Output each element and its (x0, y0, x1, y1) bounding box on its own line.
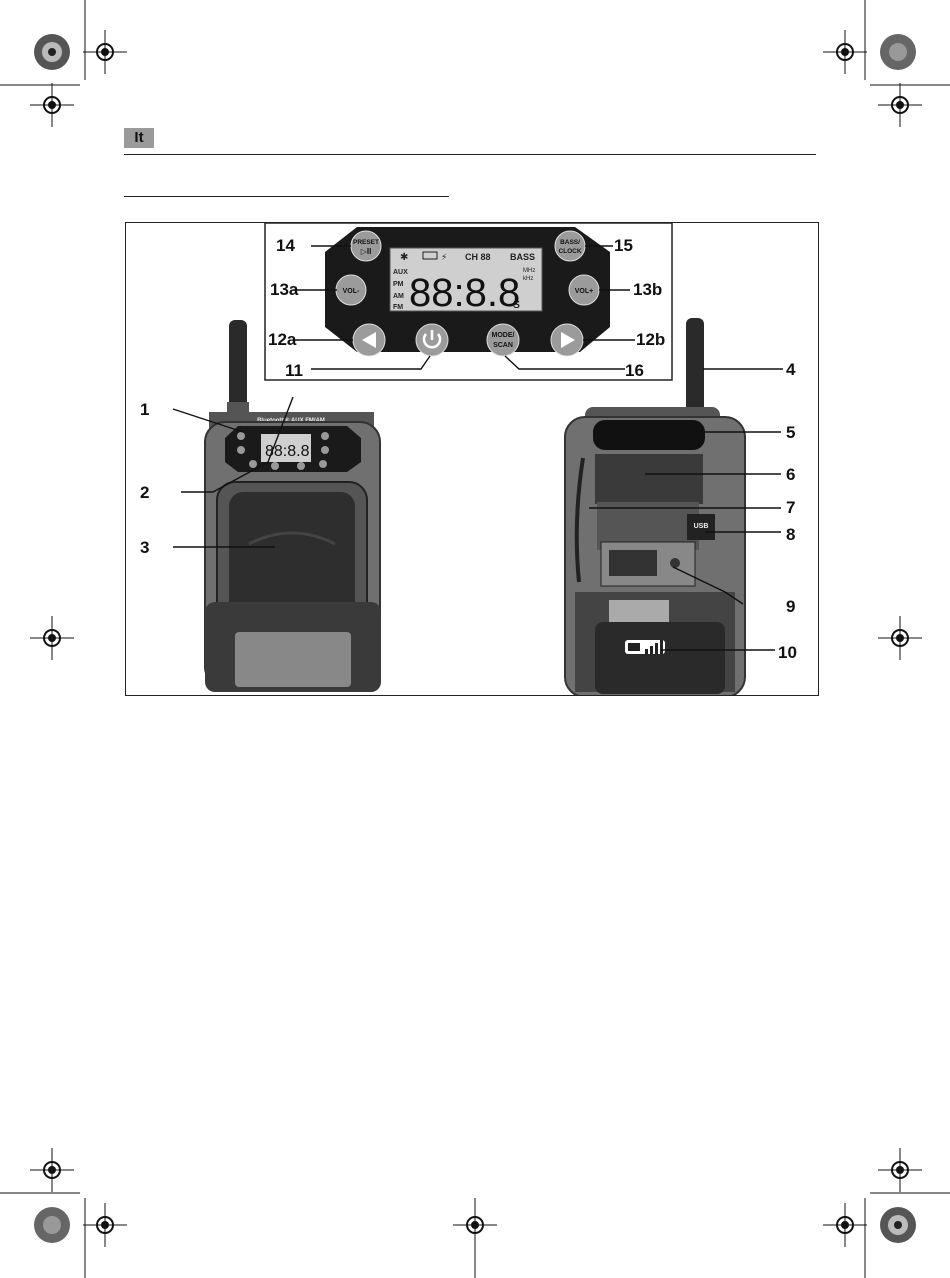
callout-8: 8 (786, 525, 795, 545)
mode-scan-button: MODE/ SCAN (487, 324, 519, 356)
callout-4: 4 (786, 360, 795, 380)
callout-3: 3 (140, 538, 149, 558)
antenna-right (686, 318, 704, 418)
svg-text:MODE/: MODE/ (492, 332, 515, 339)
callout-10: 10 (778, 643, 797, 663)
lcd-source-aux: AUX (393, 269, 408, 276)
preset-button: PRESET ▷II (351, 231, 381, 261)
callout-11: 11 (285, 361, 303, 381)
prev-button (353, 324, 385, 356)
callout-7: 7 (786, 498, 795, 518)
speaker-grille (229, 492, 355, 616)
handle (593, 420, 705, 450)
battery-pack (595, 622, 725, 694)
svg-text:VOL-: VOL- (343, 288, 360, 295)
svg-text:BASS/: BASS/ (560, 239, 580, 246)
lcd-digits: 88:8.8 (409, 271, 520, 315)
svg-text:CLOCK: CLOCK (558, 248, 581, 255)
callout-13a: 13a (270, 280, 298, 300)
next-button (551, 324, 583, 356)
rear-grille (595, 454, 703, 504)
bluetooth-icon: ✱ (400, 252, 408, 263)
svg-text:VOL+: VOL+ (575, 288, 593, 295)
callout-13b: 13b (633, 280, 662, 300)
callout-1: 1 (140, 400, 149, 420)
lcd-bass: BASS (510, 252, 535, 262)
lcd-source-fm: FM (393, 304, 403, 311)
callout-16: 16 (625, 361, 644, 381)
vol-minus-button: VOL- (336, 275, 366, 305)
usb-label: USB (694, 523, 709, 530)
charge-icon: ⚡ (441, 252, 447, 262)
svg-text:SCAN: SCAN (493, 342, 513, 349)
lcd-source-am: AM (393, 293, 404, 300)
callout-2: 2 (140, 483, 149, 503)
svg-text:▷II: ▷II (361, 247, 372, 256)
callout-12a: 12a (268, 330, 296, 350)
callout-12b: 12b (636, 330, 665, 350)
screw-icon (670, 558, 680, 568)
lcd-khz: kHz (523, 276, 533, 282)
vol-plus-button: VOL+ (569, 275, 599, 305)
aux-compartment (609, 550, 657, 576)
radio-illustration: ✱ ⚡ CH 88 BASS AUX PM AM FM 88:8.8 s MHz… (125, 222, 818, 695)
bass-clock-button: BASS/ CLOCK (555, 231, 585, 261)
lcd-suffix: s (513, 295, 520, 311)
lcd-mhz: MHz (523, 268, 535, 274)
callout-5: 5 (786, 423, 795, 443)
lcd-ch: CH 88 (465, 252, 491, 262)
svg-text:PRESET: PRESET (353, 239, 379, 246)
callout-9: 9 (786, 597, 795, 617)
callout-14: 14 (276, 236, 295, 256)
power-button (416, 324, 448, 356)
lcd-source-pm: PM (393, 281, 404, 288)
callout-6: 6 (786, 465, 795, 485)
callout-15: 15 (614, 236, 633, 256)
